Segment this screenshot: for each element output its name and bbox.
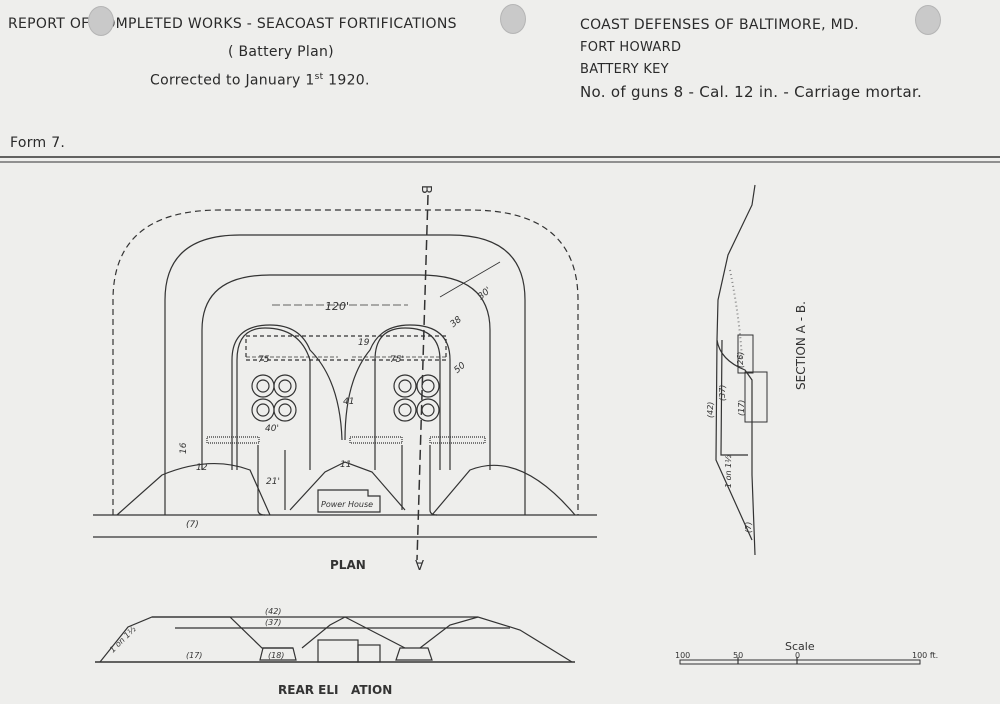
dim-16: 16 [179,442,189,454]
section-shading [729,269,743,361]
magazine-gallery [245,335,447,361]
section-drawing [715,184,768,556]
section-e37: (37) [718,385,727,401]
dim-12: 12 [196,463,208,473]
section-slope [715,339,753,541]
elevation-e37: (37) [265,618,281,627]
dim-21: 21' [266,477,280,487]
section-e7: (7) [744,522,753,533]
section-mark-b: B [418,185,433,194]
dim-19: 19 [358,338,370,348]
battery-plan-subtitle: ( Battery Plan) [228,44,334,60]
corrected-date: Corrected to January 1st 1920. [150,72,370,89]
elevation-power-house [317,639,359,663]
corrected-sup: st [314,72,324,82]
plan-drawing [93,194,597,561]
dimension-line [439,261,501,298]
scale-tick-50: 50 [733,651,743,660]
elevation-7: (7) [186,520,199,530]
right-emplacement-wall [344,324,451,470]
dim-75-left: 75 [258,355,270,365]
grating [349,436,403,444]
coast-defenses-title: COAST DEFENSES OF BALTIMORE, MD. [580,17,859,33]
corrected-prefix: Corrected to January 1 [150,72,315,89]
power-house [317,489,381,513]
section-e42: (42) [706,402,715,418]
form-number: Form 7. [10,135,66,151]
section-emplacement [744,371,768,423]
elevation-e17: (17) [186,651,202,660]
scale-bar [679,657,921,665]
outer-dashed-outline [112,209,579,515]
mortar-group-left [251,374,297,422]
punch-hole [500,4,526,34]
section-slope: 1 on 1½ [724,455,733,488]
section-profile [716,184,756,556]
grating [429,436,486,444]
grating [206,436,260,444]
elevation-pit-right [395,647,433,661]
punch-hole [915,5,941,35]
dim-50: 50 [452,361,467,376]
dim-75-right: 75' [390,355,404,365]
dim-120: 120' [325,300,349,313]
section-e17: (17) [737,400,746,416]
outer-traverse [164,234,526,515]
battery-specs: No. of guns 8 - Cal. 12 in. - Carriage m… [580,83,923,101]
report-title: REPORT OF COMPLETED WORKS - SEACOAST FOR… [8,16,457,32]
scale-labels: Scale 100 50 0 100 ft. [675,640,938,660]
dim-41: 41 [343,397,354,407]
elevation-annex [357,644,381,663]
battery-name: BATTERY KEY [580,62,669,77]
center-mound [289,461,406,511]
inner-traverse [201,274,491,470]
plan-labels: 120' 75 75' 38 30' 50 40' 21' 12 11 41 1… [179,185,493,572]
mortar-group-right [393,374,440,422]
section-inner [720,339,748,456]
scale-tick-0: 0 [795,651,800,660]
section-label: SECTION A - B. [794,301,808,390]
rear-elevation-drawing [95,616,575,663]
right-mound [431,464,576,516]
elevation-e42: (42) [265,607,281,616]
dim-11: 11 [340,460,351,470]
section-line-a-b [416,194,429,561]
elevation-pit-left [259,647,297,661]
rear-elevation-label: REAR ELI ATION [278,683,392,697]
section-e26: (26) [736,352,745,368]
left-pit [236,327,311,470]
scale-tick-100-right: 100 ft. [912,651,938,660]
scale-tick-100-left: 100 [675,651,690,660]
elevation-e18: (18) [268,651,284,660]
fort-name: FORT HOWARD [580,40,682,55]
left-mound [116,463,271,516]
section-magazine [737,334,754,374]
scale-bar-rect [679,659,921,665]
left-emplacement-wall [231,324,343,470]
scale-title: Scale [785,640,815,653]
punch-hole [88,6,114,36]
rear-elevation-labels: (42) (37) (17) (18) 1 on 1½ REAR ELI ATI… [108,607,392,697]
dim-38: 38 [449,315,464,330]
dim-40: 40' [265,424,279,434]
plan-label: PLAN [330,558,366,572]
corrected-year: 1920. [323,72,370,89]
right-pit [374,327,441,470]
section-mark-a: A [415,556,424,571]
section-labels: (42) (37) (17) (26) 1 on 1½ (7) SECTION … [706,301,808,533]
dim-30: 30' [476,286,493,303]
elevation-slope: 1 on 1½ [108,625,138,655]
power-house-label: Power House [321,500,373,509]
